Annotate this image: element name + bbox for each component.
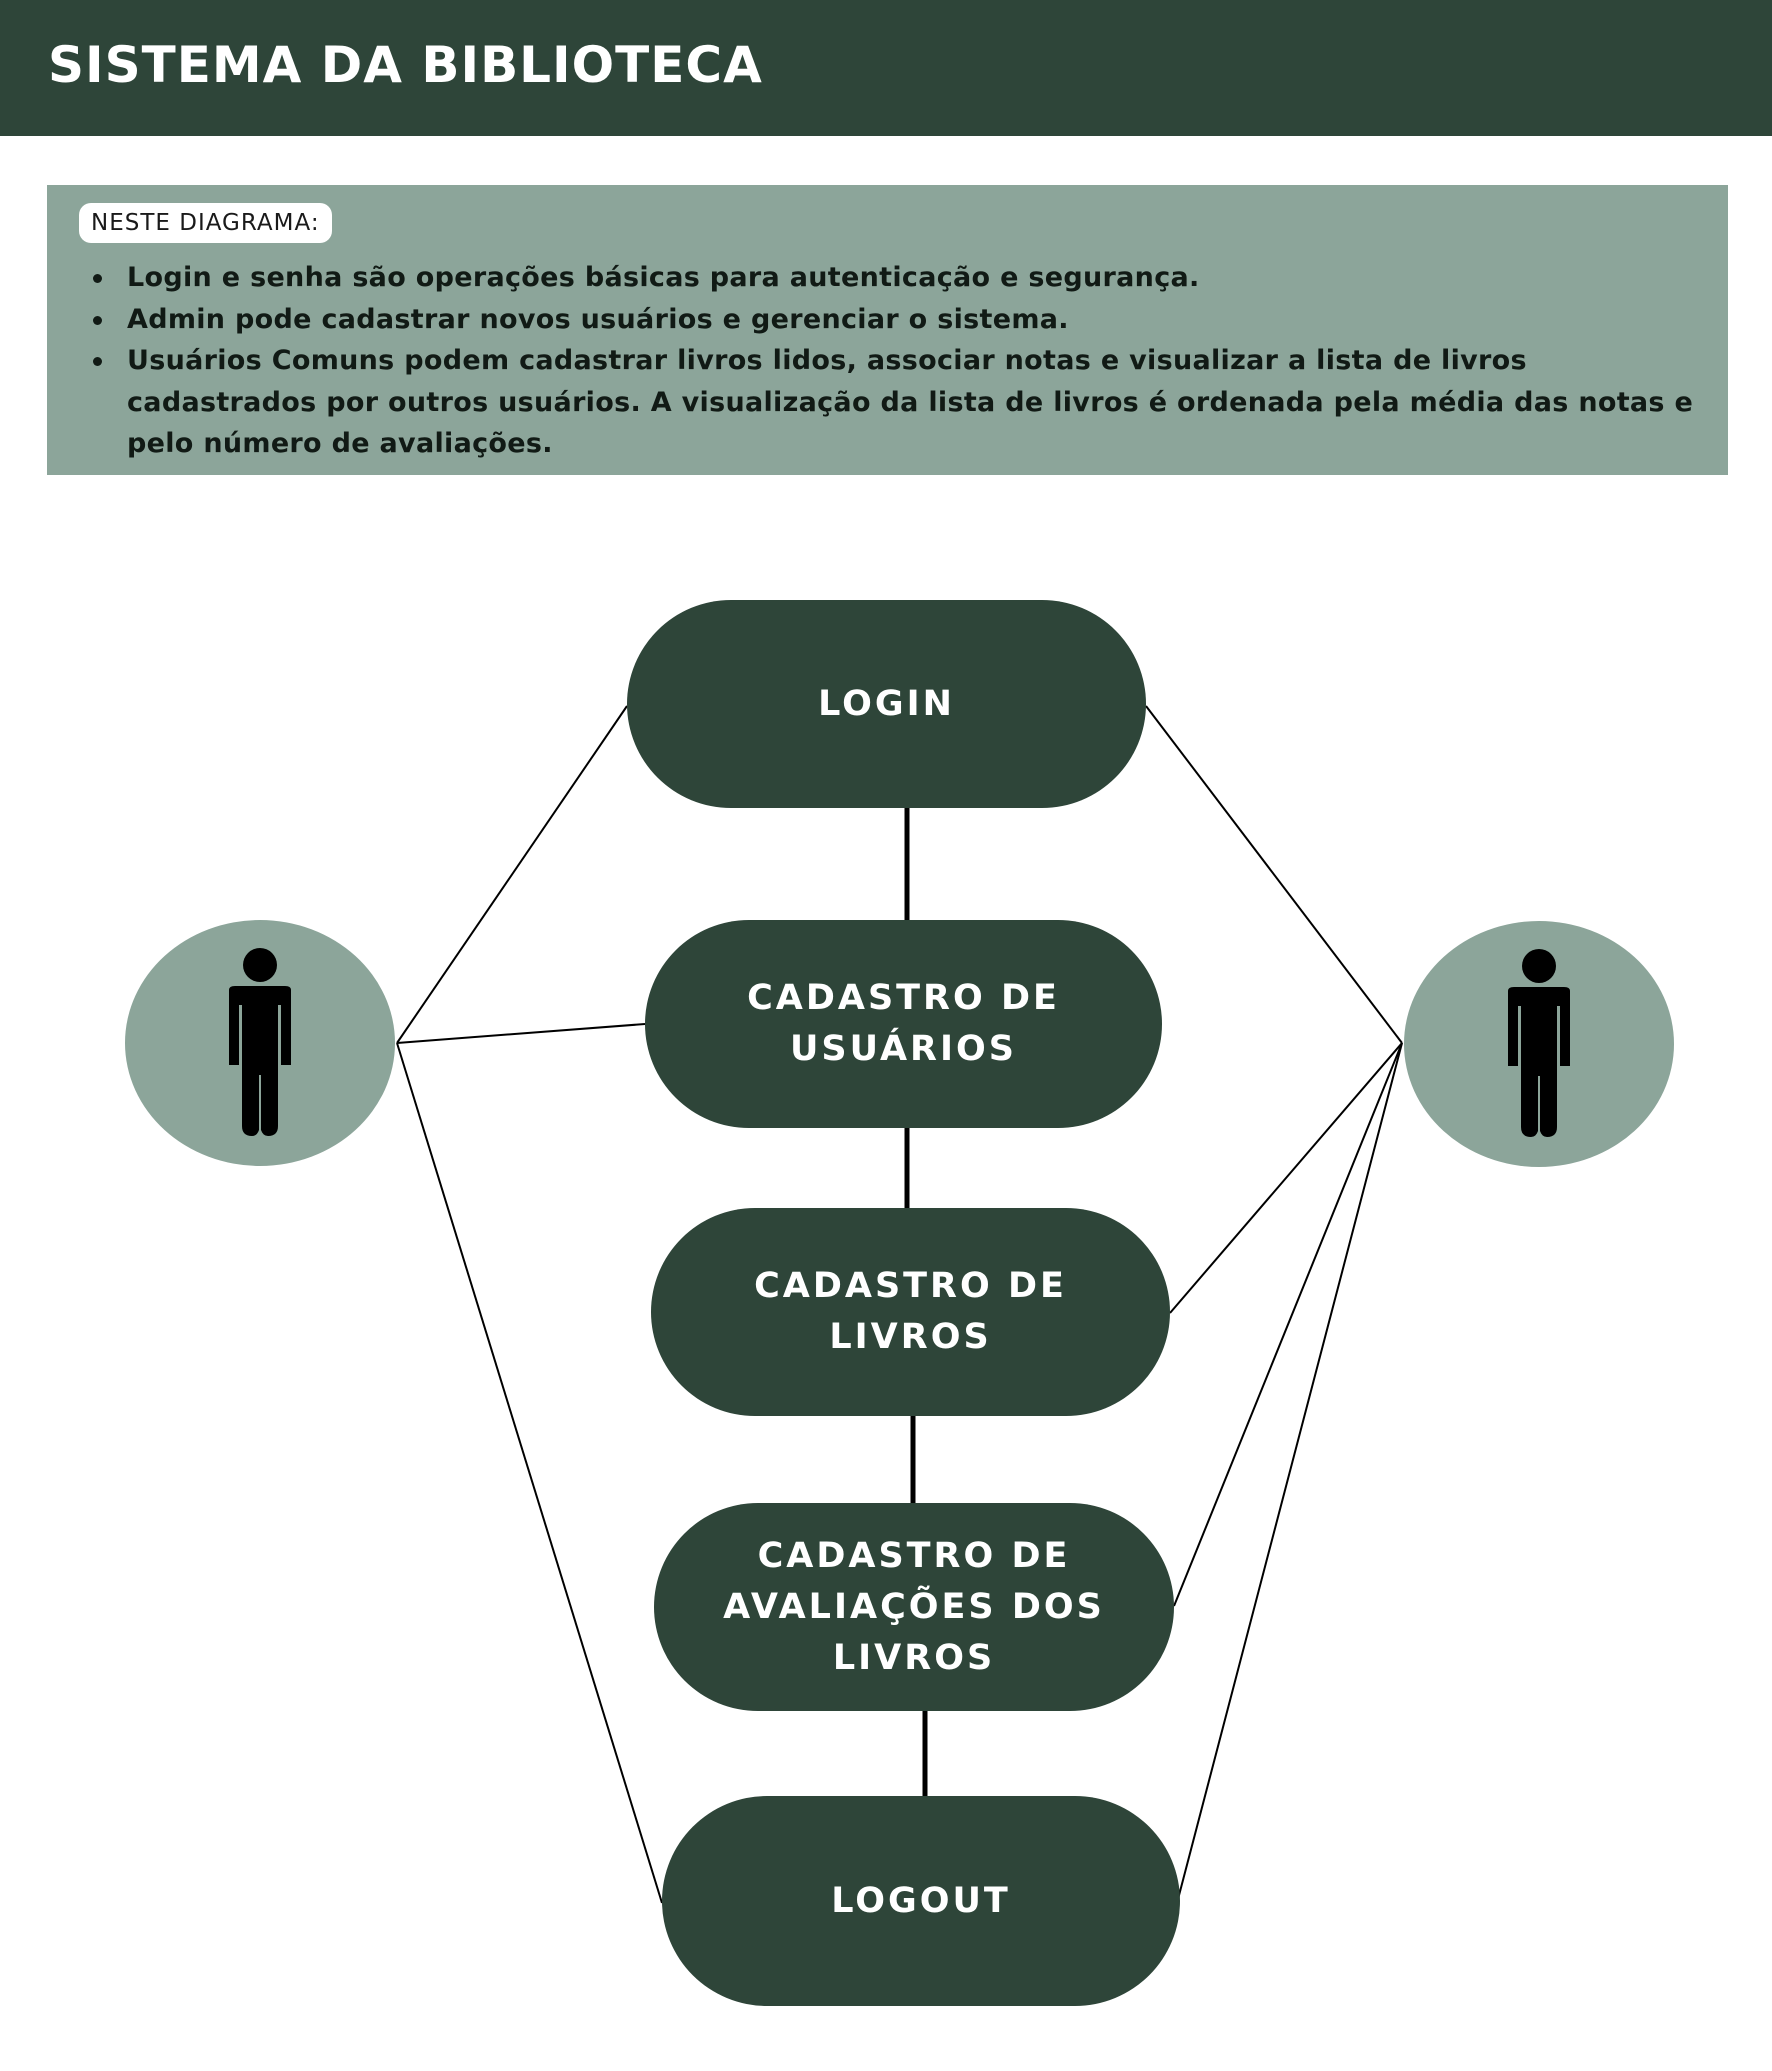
bullet-dot — [93, 357, 102, 366]
use-case-cadastro-avaliacoes[interactable]: CADASTRO DE AVALIAÇÕES DOS LIVROS — [654, 1503, 1174, 1711]
use-case-cadastro-usuarios[interactable]: CADASTRO DE USUÁRIOS — [645, 920, 1162, 1128]
use-case-logout[interactable]: LOGOUT — [662, 1796, 1180, 2006]
bullet-dot — [93, 315, 102, 325]
use-case-label: LOGOUT — [831, 1880, 1011, 1921]
use-case-label: CADASTRO DE AVALIAÇÕES DOS LIVROS — [723, 1535, 1105, 1678]
header-bar: SISTEMA DA BIBLIOTECA — [0, 0, 1772, 136]
actor-right[interactable] — [1404, 921, 1674, 1167]
actor-left[interactable] — [125, 920, 395, 1166]
info-bullet: Login e senha são operações básicas para… — [71, 257, 1711, 299]
association-line — [1176, 1042, 1403, 1904]
page-title: SISTEMA DA BIBLIOTECA — [48, 36, 763, 94]
info-box: NESTE DIAGRAMA: Login e senha são operaç… — [47, 185, 1728, 475]
info-bullet-text: Usuários Comuns podem cadastrar livros l… — [127, 345, 1694, 459]
use-case-login[interactable]: LOGIN — [627, 600, 1146, 808]
info-list: Login e senha são operações básicas para… — [71, 257, 1711, 465]
info-bullet: Admin pode cadastrar novos usuários e ge… — [71, 299, 1711, 341]
use-case-label: CADASTRO DE USUÁRIOS — [747, 978, 1060, 1069]
association-line — [1169, 1042, 1403, 1314]
info-tag: NESTE DIAGRAMA: — [79, 203, 332, 243]
person-icon — [1508, 949, 1570, 1137]
association-line — [396, 1042, 663, 1904]
person-icon — [229, 948, 291, 1136]
info-bullet: Usuários Comuns podem cadastrar livros l… — [71, 340, 1711, 465]
use-case-label: LOGIN — [818, 683, 955, 724]
use-case-label: CADASTRO DE LIVROS — [754, 1266, 1067, 1357]
association-line — [1145, 705, 1403, 1044]
association-line — [396, 705, 628, 1044]
use-case-cadastro-livros[interactable]: CADASTRO DE LIVROS — [651, 1208, 1170, 1416]
info-bullet-text: Login e senha são operações básicas para… — [127, 262, 1200, 293]
info-bullet-text: Admin pode cadastrar novos usuários e ge… — [127, 303, 1069, 335]
association-line — [396, 1023, 646, 1044]
bullet-dot — [93, 274, 102, 283]
association-line — [1173, 1042, 1403, 1607]
